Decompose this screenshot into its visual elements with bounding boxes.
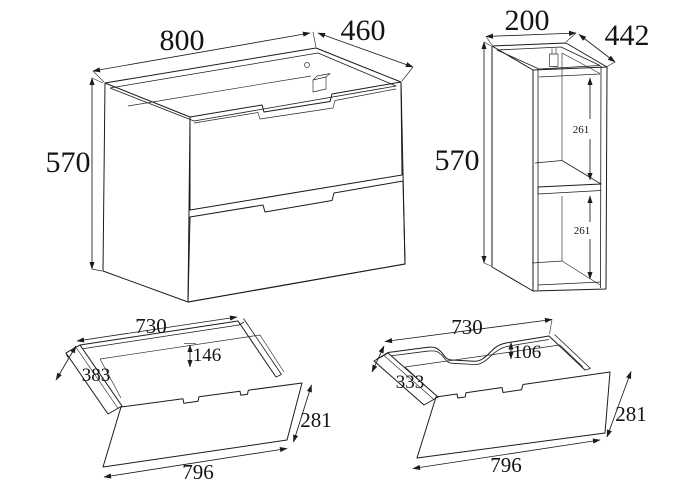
drawer-plain-back-notch-dimension: 146 [184,343,222,368]
side-unit-height-dimension: 570 [435,41,492,267]
drawer-cutout-front-width-label: 796 [490,453,522,477]
side-unit-interior-lines [531,53,602,290]
side-unit-top-interior [496,46,601,78]
side-unit-hanger-bracket [549,48,559,67]
drawer-cutout-depth-label: 106 [513,342,542,363]
side-unit-outline [491,42,608,292]
drawer-cutout-front-height-label: 281 [615,402,647,426]
drawer-cutout-side-depth-label: 333 [396,372,425,393]
drawer-plain-back-notch-label: 146 [193,345,222,366]
vanity-depth-label: 460 [341,14,386,47]
drawer-plain-top-width-dimension: 730 [76,314,238,343]
drawer-cutout-front-width-dimension: 796 [412,438,601,477]
drawer-plain-side-depth-label: 383 [82,365,111,386]
drawer-cutout-top-width-dimension: 730 [384,315,553,344]
drawer-plain-front-height-dimension: 281 [293,384,332,443]
vanity-front-inner-edge [193,88,397,124]
side-unit-depth-dimension: 442 [578,19,650,67]
vanity-depth-dimension: 460 [317,14,414,82]
vanity-hanger-bracket [312,73,331,93]
drawer-plain-front-width-label: 796 [182,460,214,484]
drawer-plain-top-width-label: 730 [135,314,167,338]
vanity-lower-drawer-front [187,180,406,303]
vanity-outline [102,47,406,303]
side-unit-floor [531,260,602,286]
vanity-cabinet-figure: 800 460 570 [46,14,414,303]
vanity-height-label: 570 [46,146,91,179]
side-unit-upper-opening-label: 261 [573,124,590,136]
drawer-plain-front-height-label: 281 [300,408,332,432]
drawer-cutout-front-panel [416,371,611,459]
vanity-height-dimension: 570 [46,77,104,272]
side-unit-figure: 200 442 570 261 261 [435,4,650,292]
side-unit-lower-opening-dimension: 261 [574,195,593,280]
drawer-cutout-top-width-label: 730 [451,315,483,339]
drawer-cutout-side-depth-dimension: 333 [371,345,425,393]
side-unit-width-dimension: 200 [485,4,577,46]
drawer-cutout-front-height-dimension: 281 [606,370,647,438]
drawer-plain-floor-lines [99,334,285,399]
side-unit-height-label: 570 [435,144,480,177]
drawer-cutout-right-wall [548,334,591,371]
drawer-plain-figure: 730 383 146 281 796 [55,314,332,484]
vanity-width-label: 800 [160,24,205,57]
drawer-plain-right-wall [237,318,282,378]
drawer-cutout-depth-dimension: 106 [508,341,542,363]
side-unit-width-label: 200 [505,4,550,37]
drawer-plain-front-panel [102,382,303,468]
vanity-width-dimension: 800 [92,24,317,83]
side-unit-depth-label: 442 [605,19,650,52]
drawer-plain-front-width-dimension: 796 [103,447,288,484]
side-unit-upper-opening-dimension: 261 [573,77,593,181]
vanity-upper-drawer-front [189,81,403,211]
drawer-plain-side-depth-dimension: 383 [55,345,111,386]
drawer-cutout-floor-lines [404,344,584,391]
drawer-cutout-figure: 730 333 106 281 796 [371,315,647,477]
side-unit-lower-opening-label: 261 [574,225,591,237]
